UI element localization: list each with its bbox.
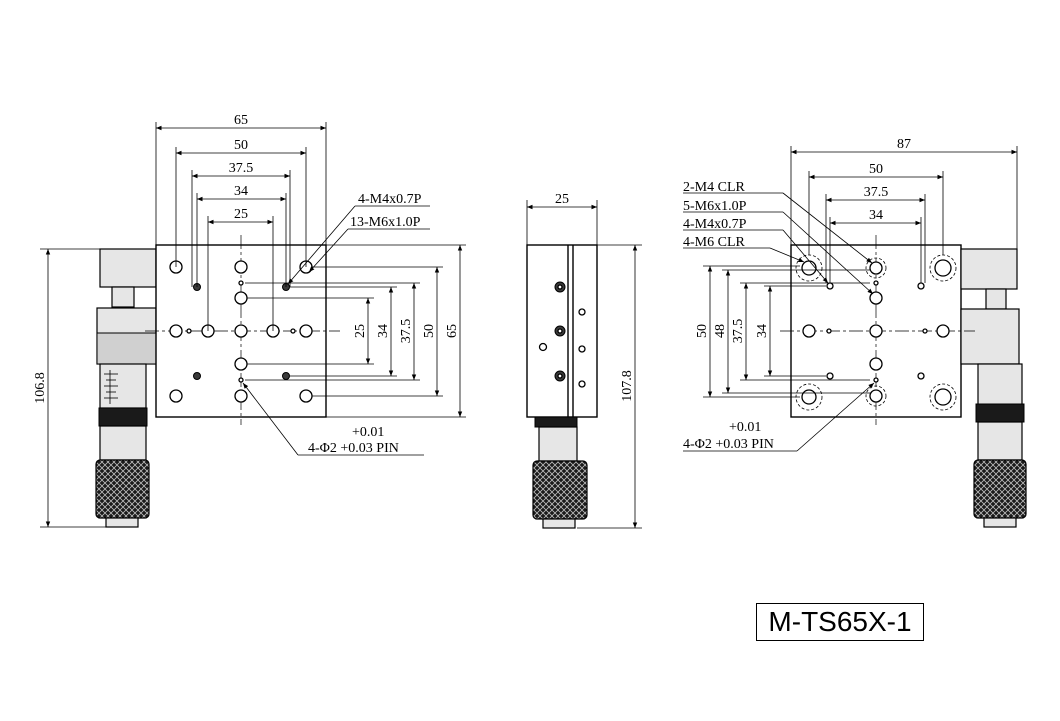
rear-knurled-knob [973, 459, 1027, 519]
front-thimble-ring [98, 407, 148, 427]
side-view: 25 107.8 [526, 192, 642, 529]
front-pin-tolerance: +0.01 [352, 425, 384, 440]
rear-dim-87: 87 [897, 137, 911, 152]
front-dim-v-37-5: 37.5 [399, 319, 414, 344]
front-sleeve-scale [104, 370, 118, 404]
front-dim-v-50: 50 [422, 324, 437, 338]
front-overall-height: 106.8 [33, 248, 106, 528]
side-dim-25: 25 [555, 192, 569, 207]
rear-dim-34: 34 [869, 208, 883, 223]
front-knob-end [105, 517, 139, 528]
side-knurled-knob [532, 460, 588, 520]
rear-dim-50: 50 [869, 162, 883, 177]
rear-dim-v-48: 48 [713, 324, 728, 338]
front-micrometer-cap [99, 248, 157, 288]
rear-callout-m4-tap: 4-M4x0.7P [683, 217, 747, 232]
rear-pin-label: 4-Φ2 +0.03 PIN [683, 437, 774, 452]
rear-micrometer-stem [985, 288, 1007, 310]
front-pin-label: 4-Φ2 +0.03 PIN [308, 441, 399, 456]
front-dim-65: 65 [234, 113, 248, 128]
front-dim-v-34: 34 [376, 324, 391, 338]
rear-view: 87 50 37.5 34 50 48 37 [683, 137, 1027, 528]
front-dim-37-5: 37.5 [229, 161, 254, 176]
rear-micrometer-cap [960, 248, 1018, 290]
rear-callout-m6-tap: 5-M6x1.0P [683, 199, 747, 214]
front-micrometer-stem [111, 286, 135, 308]
front-dims-horizontal: 65 50 37.5 34 25 [155, 113, 327, 331]
rear-thimble-ring [975, 403, 1025, 423]
rear-sleeve [977, 363, 1023, 409]
rear-micrometer-housing [960, 308, 1020, 365]
front-dim-34: 34 [234, 184, 248, 199]
side-dim-107-8: 107.8 [620, 370, 635, 402]
rear-pin-tolerance: +0.01 [729, 420, 761, 435]
rear-dims-vertical: 50 48 37.5 34 [695, 265, 870, 398]
front-dim-50: 50 [234, 138, 248, 153]
rear-dim-v-34: 34 [755, 324, 770, 338]
side-sleeve [538, 426, 578, 462]
front-view: 65 50 37.5 34 25 65 [33, 113, 466, 528]
rear-callout-m6-clr: 4-M6 CLR [683, 235, 746, 250]
front-dim-106-8: 106.8 [33, 372, 48, 404]
front-thimble-sleeve [99, 425, 147, 461]
side-sleeve-top [534, 416, 578, 428]
front-callouts: 4-M4x0.7P 13-M6x1.0P +0.01 4-Φ2 +0.03 PI… [242, 192, 430, 456]
rear-dim-v-50: 50 [695, 324, 710, 338]
rear-thimble-sleeve [977, 421, 1023, 461]
front-dims-vertical: 65 50 37.5 34 25 [245, 244, 466, 418]
front-dim-25: 25 [234, 207, 248, 222]
rear-holes [795, 254, 957, 411]
rear-dim-v-37-5: 37.5 [731, 319, 746, 344]
side-knob-end [542, 518, 576, 529]
rear-dims-horizontal: 87 50 37.5 34 [790, 137, 1018, 283]
rear-callout-m4-clr: 2-M4 CLR [683, 180, 746, 195]
rear-callouts: 2-M4 CLR 5-M6x1.0P 4-M4x0.7P 4-M6 CLR +0… [683, 180, 875, 452]
rear-knob-end [983, 517, 1017, 528]
front-knurled-knob [95, 459, 150, 519]
front-callout-m6: 13-M6x1.0P [350, 215, 421, 230]
front-dim-v-65: 65 [445, 324, 460, 338]
front-micrometer-housing-inner [96, 332, 157, 365]
front-dim-v-25: 25 [353, 324, 368, 338]
front-callout-m4: 4-M4x0.7P [358, 192, 422, 207]
rear-dim-37-5: 37.5 [864, 185, 889, 200]
model-number-label: M-TS65X-1 [756, 603, 924, 641]
